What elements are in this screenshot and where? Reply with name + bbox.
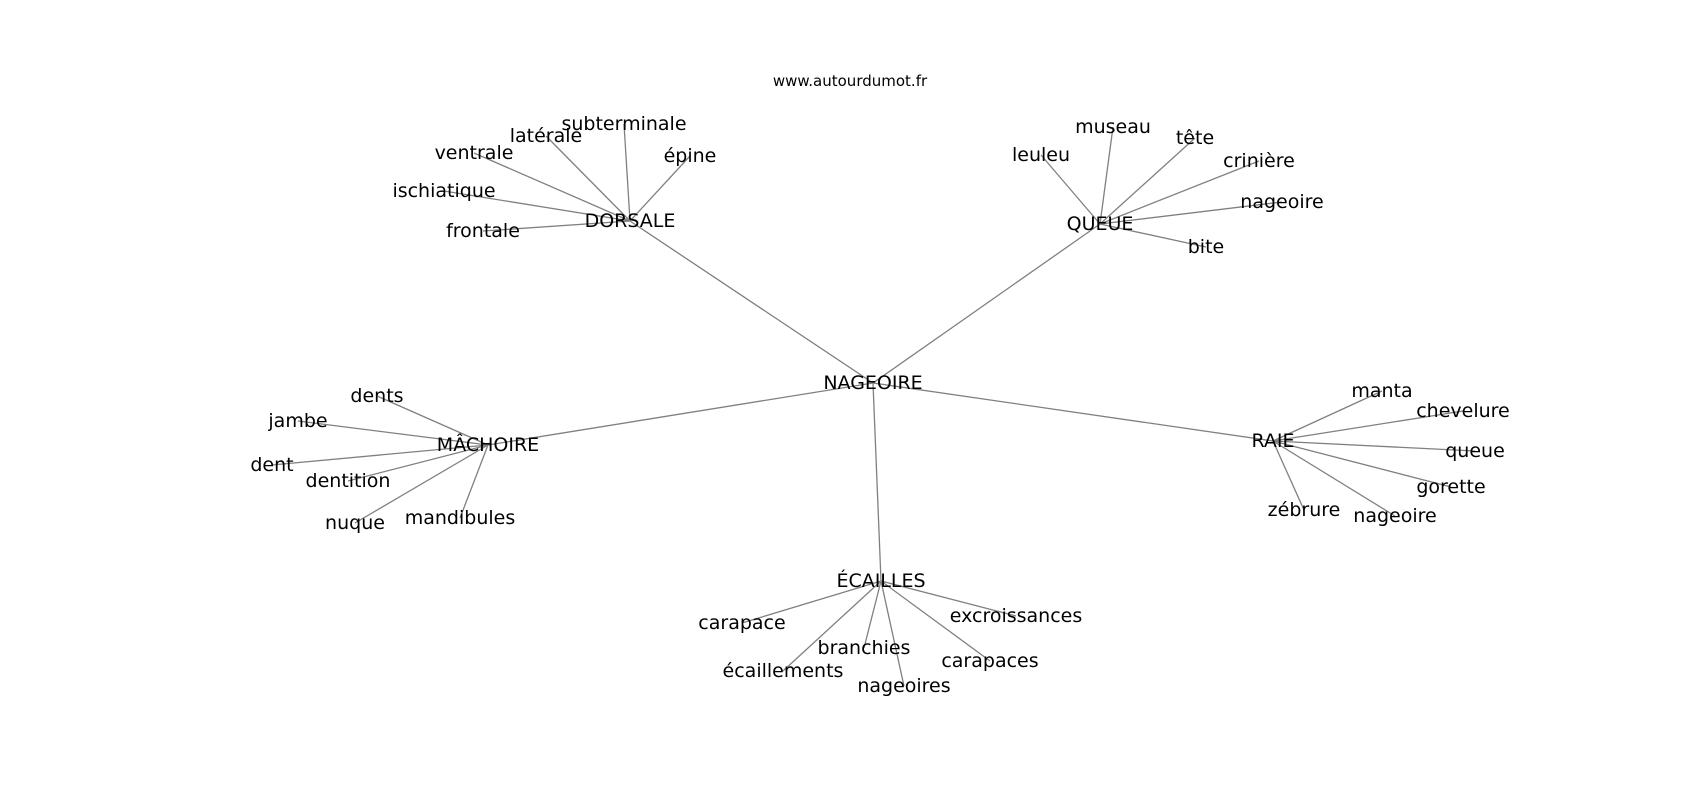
leaf-node[interactable]: épine <box>664 145 717 167</box>
leaf-node[interactable]: dent <box>250 454 293 476</box>
edge-raie-3 <box>1272 440 1452 488</box>
edge-machoire-3 <box>347 444 489 482</box>
edge-center-raie <box>872 382 1274 442</box>
hub-node-machoire[interactable]: MÂCHOIRE <box>437 433 539 456</box>
edge-center-machoire <box>487 382 874 446</box>
hub-node-ecailles[interactable]: ÉCAILLES <box>836 569 925 592</box>
hub-node-raie[interactable]: RAIE <box>1251 430 1294 452</box>
source-url: www.autourdumot.fr <box>772 72 928 90</box>
leaf-node[interactable]: dentition <box>306 470 391 492</box>
leaf-node[interactable]: excroissances <box>950 605 1083 627</box>
edge-raie-1 <box>1272 410 1464 442</box>
edge-machoire-1 <box>297 420 489 446</box>
edge-raie-0 <box>1272 390 1383 442</box>
edge-ecailles-1 <box>880 580 1017 617</box>
edge-queue-1 <box>1099 137 1196 225</box>
edge-raie-5 <box>1272 440 1305 511</box>
edge-queue-0 <box>1099 126 1114 225</box>
edge-machoire-4 <box>354 444 489 524</box>
leaf-node[interactable]: zébrure <box>1268 499 1341 521</box>
edge-raie-4 <box>1272 440 1396 517</box>
edge-queue-5 <box>1099 223 1207 248</box>
leaf-node[interactable]: dents <box>350 385 403 407</box>
hub-node-dorsale[interactable]: DORSALE <box>585 210 676 232</box>
edge-queue-3 <box>1099 160 1260 225</box>
edge-machoire-0 <box>376 395 489 446</box>
edge-ecailles-0 <box>741 580 882 624</box>
edge-machoire-2 <box>271 444 489 466</box>
leaf-node[interactable]: écaillements <box>723 660 844 682</box>
edge-dorsale-0 <box>623 123 631 222</box>
edge-machoire-5 <box>459 444 489 519</box>
center-node[interactable]: NAGEOIRE <box>823 372 922 394</box>
leaf-node[interactable]: carapace <box>698 612 785 634</box>
graph-edges <box>271 123 1476 687</box>
leaf-node[interactable]: crinière <box>1223 150 1295 172</box>
leaf-node[interactable]: nuque <box>325 512 385 534</box>
leaf-node[interactable]: museau <box>1075 116 1151 138</box>
edge-center-ecailles <box>872 382 882 582</box>
edge-ecailles-5 <box>880 580 905 687</box>
edge-dorsale-4 <box>443 190 631 222</box>
edge-raie-2 <box>1272 440 1476 452</box>
edge-queue-2 <box>1040 154 1101 225</box>
leaf-node[interactable]: chevelure <box>1416 400 1510 422</box>
leaf-node[interactable]: subterminale <box>561 113 686 135</box>
graph-labels: NAGEOIRE DORSALE subterminalelatéraleventr… <box>250 113 1509 697</box>
leaf-node[interactable]: mandibules <box>405 507 516 529</box>
leaf-node[interactable]: latérale <box>510 125 582 147</box>
leaf-node[interactable]: queue <box>1445 440 1505 462</box>
leaf-node[interactable]: nageoire <box>1240 191 1323 213</box>
hub-node-queue[interactable]: QUEUE <box>1067 213 1134 235</box>
edge-ecailles-3 <box>880 580 991 662</box>
edge-center-queue <box>872 223 1101 384</box>
leaf-node[interactable]: bite <box>1188 236 1224 258</box>
leaf-node[interactable]: jambe <box>267 410 327 432</box>
leaf-node[interactable]: leuleu <box>1012 144 1070 166</box>
leaf-node[interactable]: manta <box>1351 380 1412 402</box>
edge-ecailles-4 <box>782 580 882 672</box>
edge-dorsale-5 <box>482 220 631 232</box>
leaf-node[interactable]: ischiatique <box>392 180 495 202</box>
edge-dorsale-2 <box>473 152 631 222</box>
leaf-node[interactable]: gorette <box>1416 476 1485 498</box>
leaf-node[interactable]: branchies <box>818 637 911 659</box>
leaf-node[interactable]: carapaces <box>941 650 1038 672</box>
edge-dorsale-1 <box>545 135 631 222</box>
leaf-node[interactable]: tête <box>1176 127 1214 149</box>
leaf-node[interactable]: ventrale <box>435 142 514 164</box>
edge-ecailles-2 <box>863 580 882 649</box>
edge-queue-4 <box>1099 201 1283 225</box>
edge-dorsale-3 <box>629 155 691 222</box>
edge-center-dorsale <box>629 220 874 384</box>
leaf-node[interactable]: nageoires <box>857 675 950 697</box>
leaf-node[interactable]: nageoire <box>1353 505 1436 527</box>
leaf-node[interactable]: frontale <box>446 220 520 242</box>
